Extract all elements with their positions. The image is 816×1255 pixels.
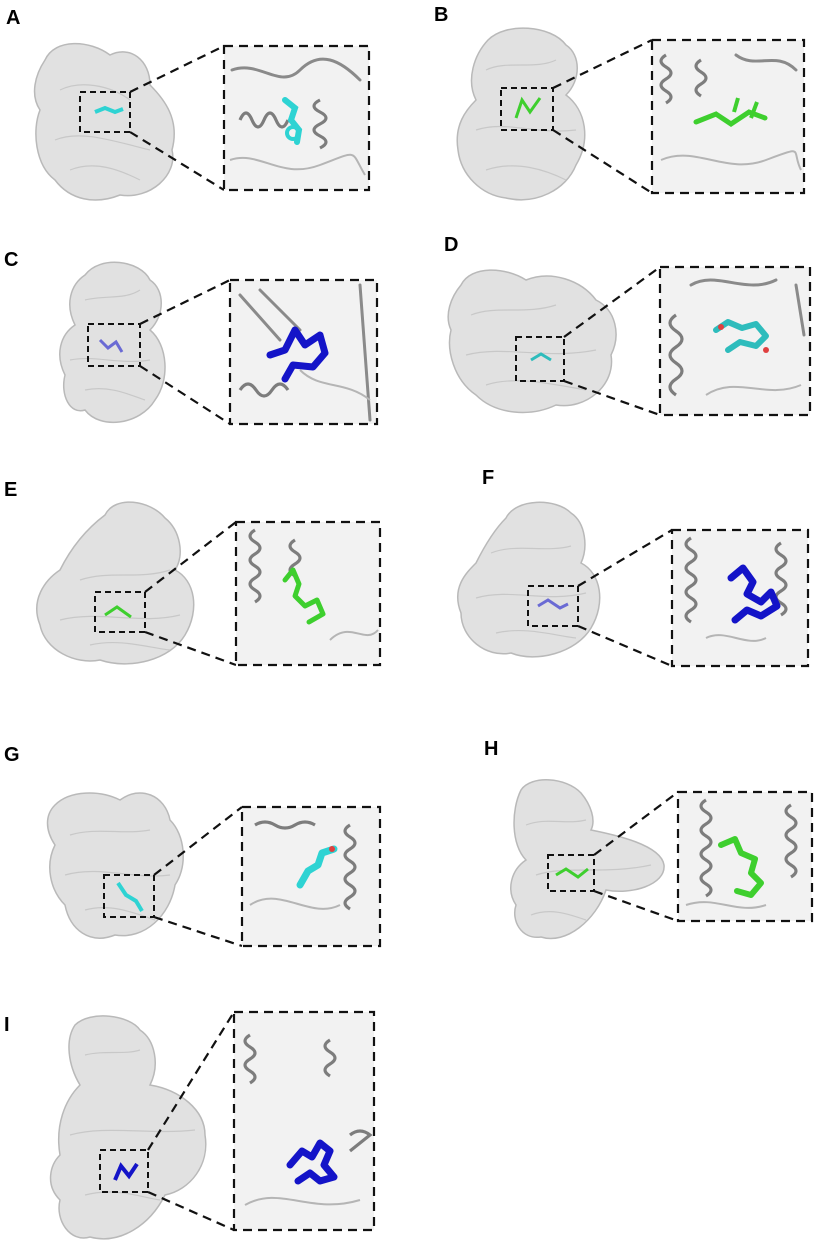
ligand-thumbnail — [530, 352, 552, 362]
panel-label-e: E — [4, 479, 18, 501]
panel-g: G — [0, 735, 400, 955]
zoom-region-box — [515, 336, 565, 382]
panel-d-art — [447, 265, 812, 417]
panel-i: I — [0, 1005, 400, 1250]
zoom-region-box — [87, 323, 141, 367]
ligand-thumbnail — [116, 881, 144, 913]
protein-surface — [49, 1015, 207, 1240]
ligand-stick — [713, 319, 769, 353]
ligand-thumbnail — [98, 338, 124, 353]
protein-surface — [46, 792, 184, 939]
zoom-inset-frame — [240, 805, 382, 948]
panel-label-c: C — [4, 249, 19, 271]
protein-surface — [59, 261, 166, 424]
zoom-inset-frame — [650, 38, 806, 195]
ligand-stick — [266, 326, 329, 383]
panel-h: H — [416, 725, 816, 955]
zoom-region-box — [527, 585, 579, 627]
protein-surface — [510, 779, 665, 940]
ligand-thumbnail — [104, 605, 132, 619]
ligand-stick — [296, 845, 338, 889]
panel-b: B — [416, 0, 816, 210]
panel-f-art — [456, 501, 810, 668]
panel-h-art — [510, 779, 814, 940]
zoom-region-box — [94, 591, 146, 633]
panel-f: F — [416, 458, 816, 668]
panel-g-art — [46, 792, 382, 948]
panel-a-art — [33, 42, 371, 201]
panel-e: E — [0, 470, 400, 670]
ligand-stick — [727, 564, 781, 624]
zoom-inset-frame — [232, 1010, 376, 1232]
panel-label-a: A — [6, 7, 21, 29]
zoom-region-box — [99, 1149, 149, 1193]
ligand-stick — [286, 1139, 338, 1185]
ligand-thumbnail — [555, 867, 589, 879]
zoom-region-box — [79, 91, 131, 133]
zoom-inset-frame — [228, 278, 379, 426]
panel-label-b: B — [434, 4, 449, 26]
panel-b-art — [456, 27, 806, 201]
ligand-stick — [282, 567, 326, 625]
ligand-thumbnail — [514, 96, 542, 119]
zoom-region-box — [547, 854, 595, 892]
zoom-region-box — [103, 874, 155, 918]
panel-d: D — [416, 225, 816, 425]
ligand-thumbnail — [94, 105, 124, 115]
protein-surface — [36, 501, 195, 665]
panel-label-h: H — [484, 738, 499, 760]
panel-label-f: F — [482, 467, 495, 489]
protein-surface — [456, 27, 586, 201]
panel-label-g: G — [4, 744, 20, 766]
panel-a: A — [0, 0, 400, 210]
ligand-stick — [718, 836, 764, 898]
panel-c-art — [59, 261, 379, 426]
zoom-region-box — [500, 87, 554, 131]
protein-surface — [33, 42, 175, 201]
panel-e-art — [36, 501, 382, 667]
panel-label-i: I — [4, 1014, 10, 1036]
panel-i-art — [49, 1010, 376, 1240]
protein-surface — [447, 269, 617, 414]
panel-c: C — [0, 240, 400, 440]
ligand-thumbnail — [537, 598, 569, 610]
zoom-inset-frame — [222, 44, 371, 192]
ligand-thumbnail — [113, 1162, 139, 1181]
panel-label-d: D — [444, 234, 459, 256]
protein-surface — [456, 501, 601, 658]
